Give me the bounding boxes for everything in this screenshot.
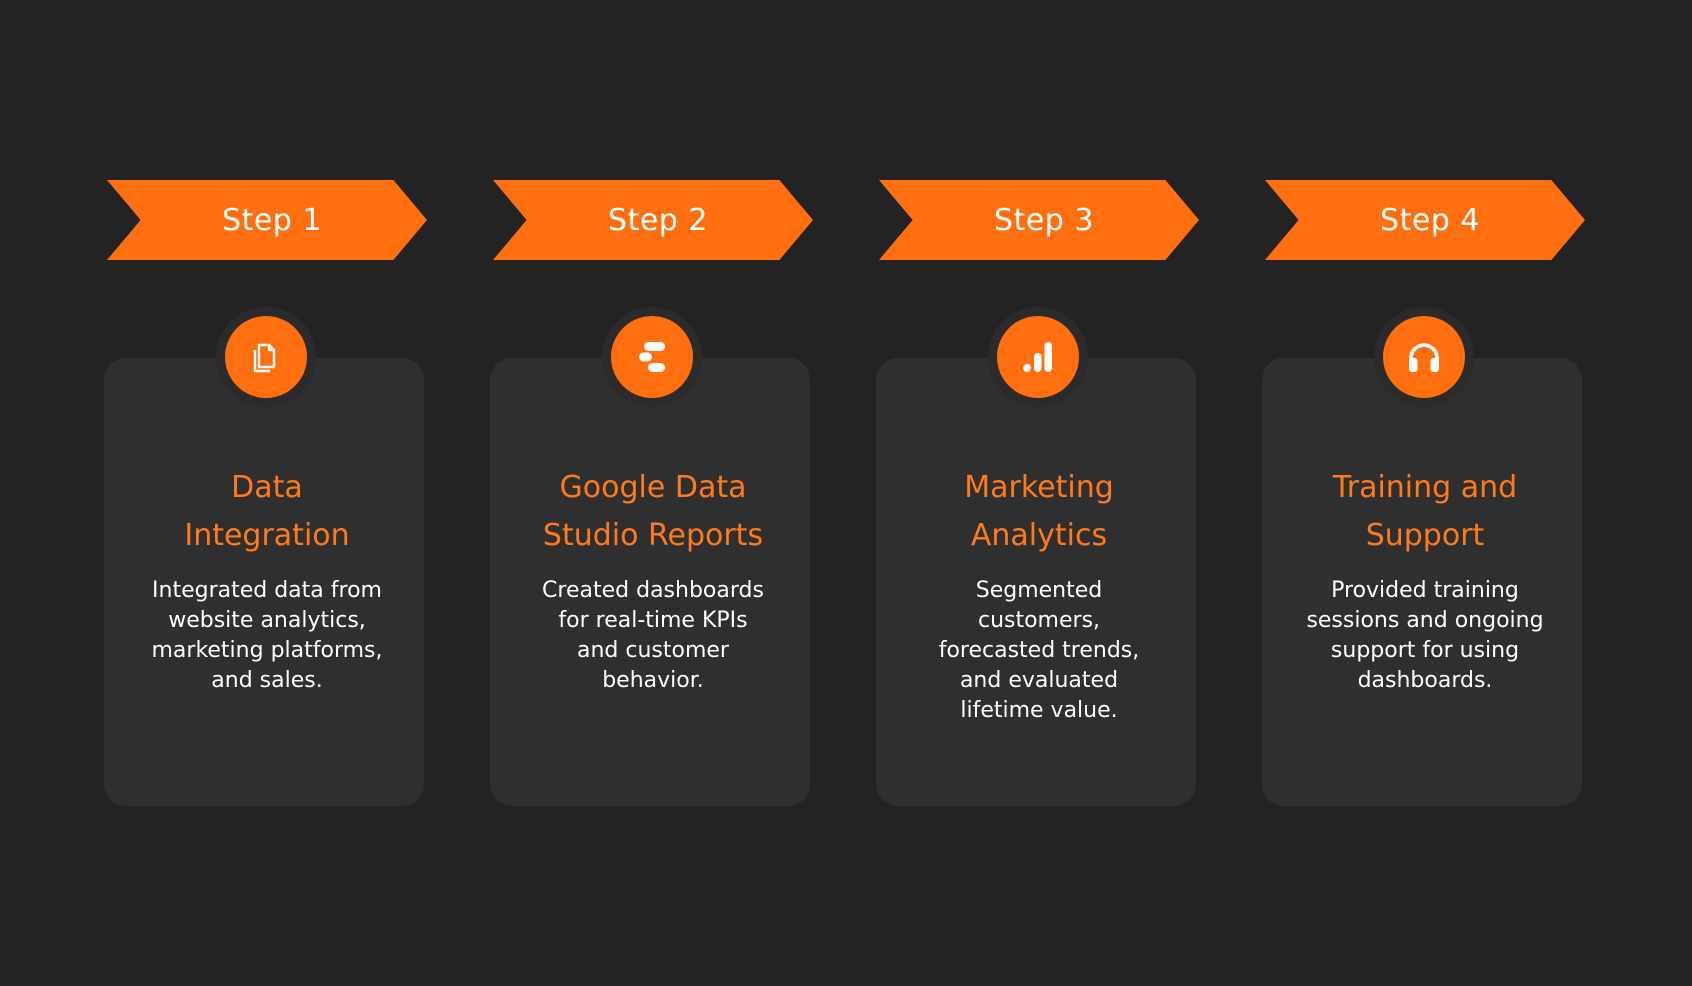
step-1-title-line: Data [231, 470, 303, 505]
step-2-description-line: and customer [577, 638, 729, 663]
step-3-title-line: Analytics [970, 518, 1108, 553]
step-3-card: Marketing Analytics Segmented customers,… [876, 358, 1196, 806]
step-2-card: Google Data Studio Reports Created dashb… [490, 358, 810, 806]
documents-icon [253, 343, 276, 373]
step-2-description-line: Created dashboards [542, 578, 764, 603]
step-3-description-line: lifetime value. [960, 698, 1118, 723]
step-4-chevron: Step 4 [1265, 180, 1585, 260]
step-3-title: Marketing Analytics [879, 464, 1199, 560]
step-3-description-line: Segmented [975, 578, 1103, 603]
step-2: Step 2 Google Data Studio Reports Create… [490, 0, 813, 986]
step-4-description-line: dashboards. [1357, 668, 1493, 693]
step-2-description-line: behavior. [602, 668, 704, 693]
step-1-card: Data Integration Integrated data from we… [104, 358, 424, 806]
headphones-icon [1409, 343, 1439, 372]
step-2-chevron: Step 2 [493, 180, 813, 260]
data-studio-icon [639, 342, 665, 372]
step-4-description-line: Provided training [1331, 578, 1519, 603]
step-4-title: Training and Support [1265, 464, 1585, 560]
step-3: Step 3 Marketing Analytics Segmented cus… [876, 0, 1199, 986]
step-4-description-line: support for using [1330, 638, 1520, 663]
step-2-description-line: for real-time KPIs [558, 608, 748, 633]
step-4-label: Step 4 [1380, 202, 1480, 238]
step-1-label: Step 1 [222, 202, 322, 238]
step-3-description-line: forecasted trends, [938, 638, 1140, 663]
step-3-title-line: Marketing [964, 470, 1114, 505]
step-3-chevron: Step 3 [879, 180, 1199, 260]
step-4: Step 4 Training and Support Provided tra… [1262, 0, 1585, 986]
step-1-description-line: marketing platforms, [151, 638, 383, 663]
step-1-icon-circle [225, 316, 307, 398]
step-4-card: Training and Support Provided training s… [1262, 358, 1582, 806]
step-3-description-line: customers, [977, 608, 1101, 633]
step-1-title: Data Integration [107, 464, 427, 560]
step-4-icon-circle [1383, 316, 1465, 398]
step-1-description-line: Integrated data from [152, 578, 382, 603]
step-2-title: Google Data Studio Reports [493, 464, 813, 560]
step-1-description-line: website analytics, [168, 608, 366, 633]
step-3-label: Step 3 [994, 202, 1094, 238]
step-2-title-line: Studio Reports [542, 518, 764, 553]
step-3-icon-circle [997, 316, 1079, 398]
step-2-title-line: Google Data [559, 470, 747, 505]
step-2-description: Created dashboards for real-time KPIs an… [503, 576, 803, 696]
step-1-title-line: Integration [184, 518, 350, 553]
step-4-description-line: sessions and ongoing [1306, 608, 1544, 633]
step-2-icon-circle [611, 316, 693, 398]
step-1-description-line: and sales. [211, 668, 323, 693]
step-4-title-line: Training and [1332, 470, 1518, 505]
step-3-description: Segmented customers, forecasted trends, … [889, 576, 1189, 726]
step-1-description: Integrated data from website analytics, … [117, 576, 417, 696]
step-4-title-line: Support [1365, 518, 1485, 553]
step-4-description: Provided training sessions and ongoing s… [1275, 576, 1575, 696]
step-1: Step 1 Data Integration Integrated data … [104, 0, 427, 986]
step-1-chevron: Step 1 [107, 180, 427, 260]
analytics-bars-icon [1023, 342, 1052, 372]
step-2-label: Step 2 [608, 202, 708, 238]
step-3-description-line: and evaluated [959, 668, 1119, 693]
